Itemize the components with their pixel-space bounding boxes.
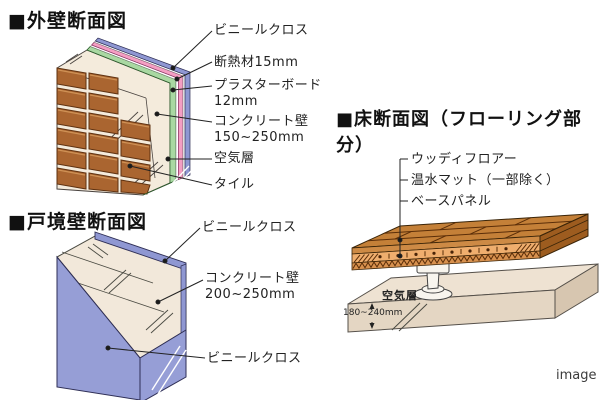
exterior-wall-diagram [56,30,213,196]
exterior-wall-title: ■外壁断面図 [8,10,127,32]
label-plasterboard: プラスターボード 12mm [214,78,322,109]
floor-diagram [347,158,599,333]
label-tile: タイル [214,177,255,192]
label-base-panel: ベースパネル [411,194,492,209]
floor-slab [347,263,599,333]
floor-panel [351,213,589,271]
label-slab-dimension: 180~240mm [343,308,403,318]
label-concrete-wall: コンクリート壁 150~250mm [214,114,309,145]
label-insulation: 断熱材15mm [214,55,299,70]
tile-highlights [57,69,150,181]
label-woody-floor: ウッディフロアー [411,152,518,167]
tile-face [56,67,151,195]
floor-label-bracket [397,158,408,259]
partition-wall-title: ■戸境壁断面図 [8,211,147,233]
label-vinyl-cloth-bottom: ビニールクロス [207,351,302,366]
image-credit: image [556,368,597,383]
partition-wall-diagram [56,227,206,400]
label-air-layer: 空気層 [214,151,255,166]
label-vinyl-cloth-top: ビニールクロス [202,220,297,235]
floor-title: ■床断面図（フローリング部分） [336,109,583,156]
partition-leaders [105,227,206,359]
exterior-leaders [127,30,213,186]
label-vinyl-cloth: ビニールクロス [214,23,309,38]
label-hot-water-mat: 温水マット（一部除く） [411,173,560,188]
label-concrete-wall-2: コンクリート壁 200~250mm [205,271,300,302]
label-slab-air-layer: 空気層 [382,289,418,302]
